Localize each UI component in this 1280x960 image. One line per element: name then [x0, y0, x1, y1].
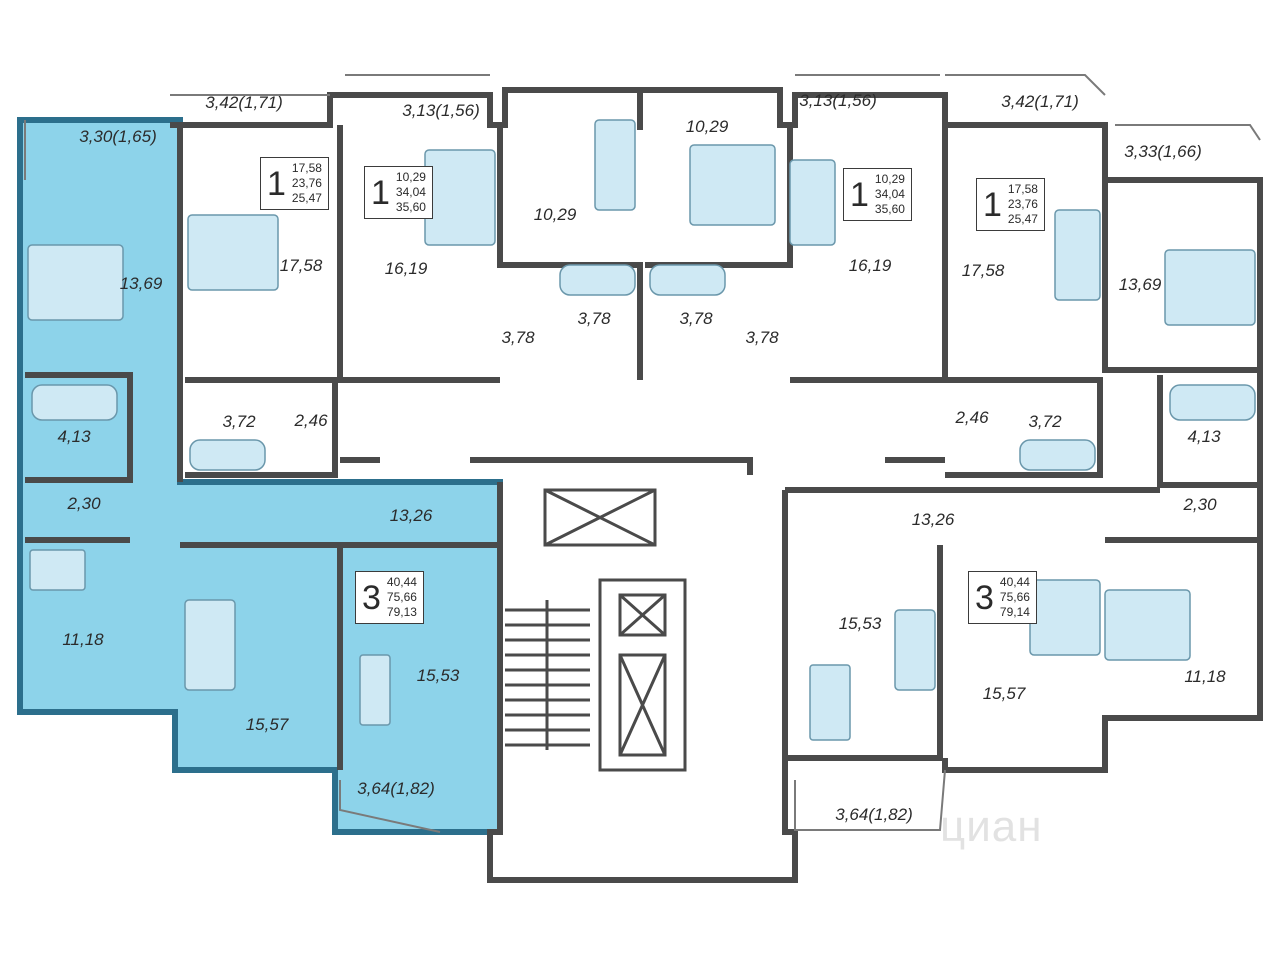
living-area: 40,44	[386, 575, 417, 589]
room-area-label: 2,46	[294, 411, 328, 430]
room-area-label: 10,29	[685, 117, 729, 136]
watermark: циан	[940, 802, 1043, 851]
total-area: 34,04	[395, 185, 426, 199]
room-area-label: 2,30	[1183, 495, 1217, 514]
room-area-label: 17,58	[961, 261, 1005, 280]
room-area-label: 15,53	[416, 666, 460, 685]
total-area: 75,66	[386, 590, 417, 604]
room-area-label: 17,58	[279, 256, 323, 275]
total-area-with-balcony: 25,47	[1007, 212, 1038, 226]
apartment-rooms: 1	[267, 164, 286, 203]
living-area: 10,29	[874, 172, 905, 186]
total-area-with-balcony: 25,47	[291, 191, 322, 205]
apartment-rooms: 1	[371, 173, 390, 212]
room-area-label: 13,26	[389, 506, 433, 525]
room-area-label: 15,57	[982, 684, 1026, 703]
apartment-tag[interactable]: 1 17,58 23,76 25,47	[976, 178, 1045, 231]
room-area-label: 16,19	[848, 256, 892, 275]
room-area-label: 2,30	[67, 494, 101, 513]
room-area-label: 3,42(1,71)	[1001, 92, 1079, 111]
apartment-rooms: 3	[975, 578, 994, 617]
room-area-label: 4,13	[57, 427, 91, 446]
apartment-rooms: 1	[983, 185, 1002, 224]
apartment-rooms: 3	[362, 578, 381, 617]
room-area-label: 4,13	[1187, 427, 1221, 446]
apartment-tag[interactable]: 3 40,44 75,66 79,14	[968, 571, 1037, 624]
apartment-tag[interactable]: 1 10,29 34,04 35,60	[843, 168, 912, 221]
room-area-label: 15,53	[838, 614, 882, 633]
room-area-label: 3,78	[501, 328, 535, 347]
room-area-label: 3,30(1,65)	[79, 127, 157, 146]
living-area: 40,44	[999, 575, 1030, 589]
room-area-label: 3,72	[222, 412, 256, 431]
total-area: 23,76	[291, 176, 322, 190]
living-area: 17,58	[1007, 182, 1038, 196]
total-area-with-balcony: 35,60	[395, 200, 426, 214]
room-area-label: 3,78	[577, 309, 611, 328]
room-area-label: 3,42(1,71)	[205, 93, 283, 112]
room-area-label: 3,13(1,56)	[799, 91, 877, 110]
room-area-label: 15,57	[245, 715, 289, 734]
room-area-label: 10,29	[533, 205, 577, 224]
room-area-label: 2,46	[955, 408, 989, 427]
room-area-label: 16,19	[384, 259, 428, 278]
total-area-with-balcony: 79,13	[386, 605, 417, 619]
room-area-label: 3,64(1,82)	[835, 805, 913, 824]
apartment-tag-selected[interactable]: 3 40,44 75,66 79,13	[355, 571, 424, 624]
room-area-label: 3,72	[1028, 412, 1062, 431]
apartment-tag[interactable]: 1 17,58 23,76 25,47	[260, 157, 329, 210]
room-area-label: 3,78	[745, 328, 779, 347]
total-area: 75,66	[999, 590, 1030, 604]
room-area-label: 3,33(1,66)	[1124, 142, 1202, 161]
room-area-label: 11,18	[1184, 667, 1226, 686]
total-area: 23,76	[1007, 197, 1038, 211]
room-area-label: 3,13(1,56)	[402, 101, 480, 120]
total-area-with-balcony: 79,14	[999, 605, 1030, 619]
stair-core	[505, 488, 687, 772]
apartment-tag[interactable]: 1 10,29 34,04 35,60	[364, 166, 433, 219]
room-area-label: 13,69	[119, 274, 163, 293]
balconies	[24, 74, 1261, 833]
living-area: 10,29	[395, 170, 426, 184]
living-area: 17,58	[291, 161, 322, 175]
room-area-label: 11,18	[62, 630, 104, 649]
room-area-label: 13,26	[911, 510, 955, 529]
apartment-rooms: 1	[850, 175, 869, 214]
room-area-label: 3,64(1,82)	[357, 779, 435, 798]
room-area-label: 13,69	[1118, 275, 1162, 294]
furniture	[27, 119, 1256, 741]
room-area-label: 3,78	[679, 309, 713, 328]
total-area-with-balcony: 35,60	[874, 202, 905, 216]
total-area: 34,04	[874, 187, 905, 201]
